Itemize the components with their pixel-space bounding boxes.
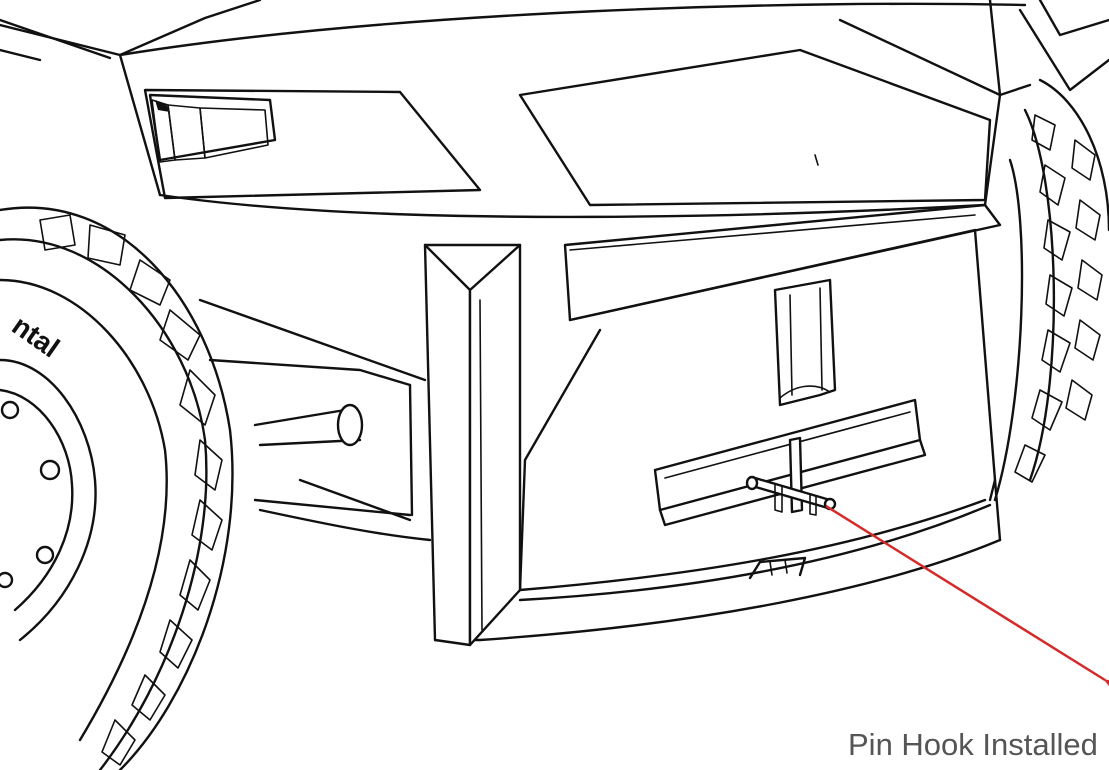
left-wheel: ntal xyxy=(0,206,234,770)
left-lamp xyxy=(143,88,482,200)
callout-arrow xyxy=(825,504,1109,691)
callout-label: Pin Hook Installed xyxy=(848,727,1098,762)
body-top xyxy=(0,0,1109,219)
pin-hook xyxy=(745,436,837,516)
axle xyxy=(198,298,432,542)
right-upper-panel xyxy=(518,48,992,207)
tow-slot xyxy=(773,278,837,407)
tire-branding-text: ntal xyxy=(7,310,66,364)
bumper-pillar xyxy=(423,243,522,647)
counterweight xyxy=(433,203,1002,642)
right-wheel xyxy=(993,78,1109,502)
